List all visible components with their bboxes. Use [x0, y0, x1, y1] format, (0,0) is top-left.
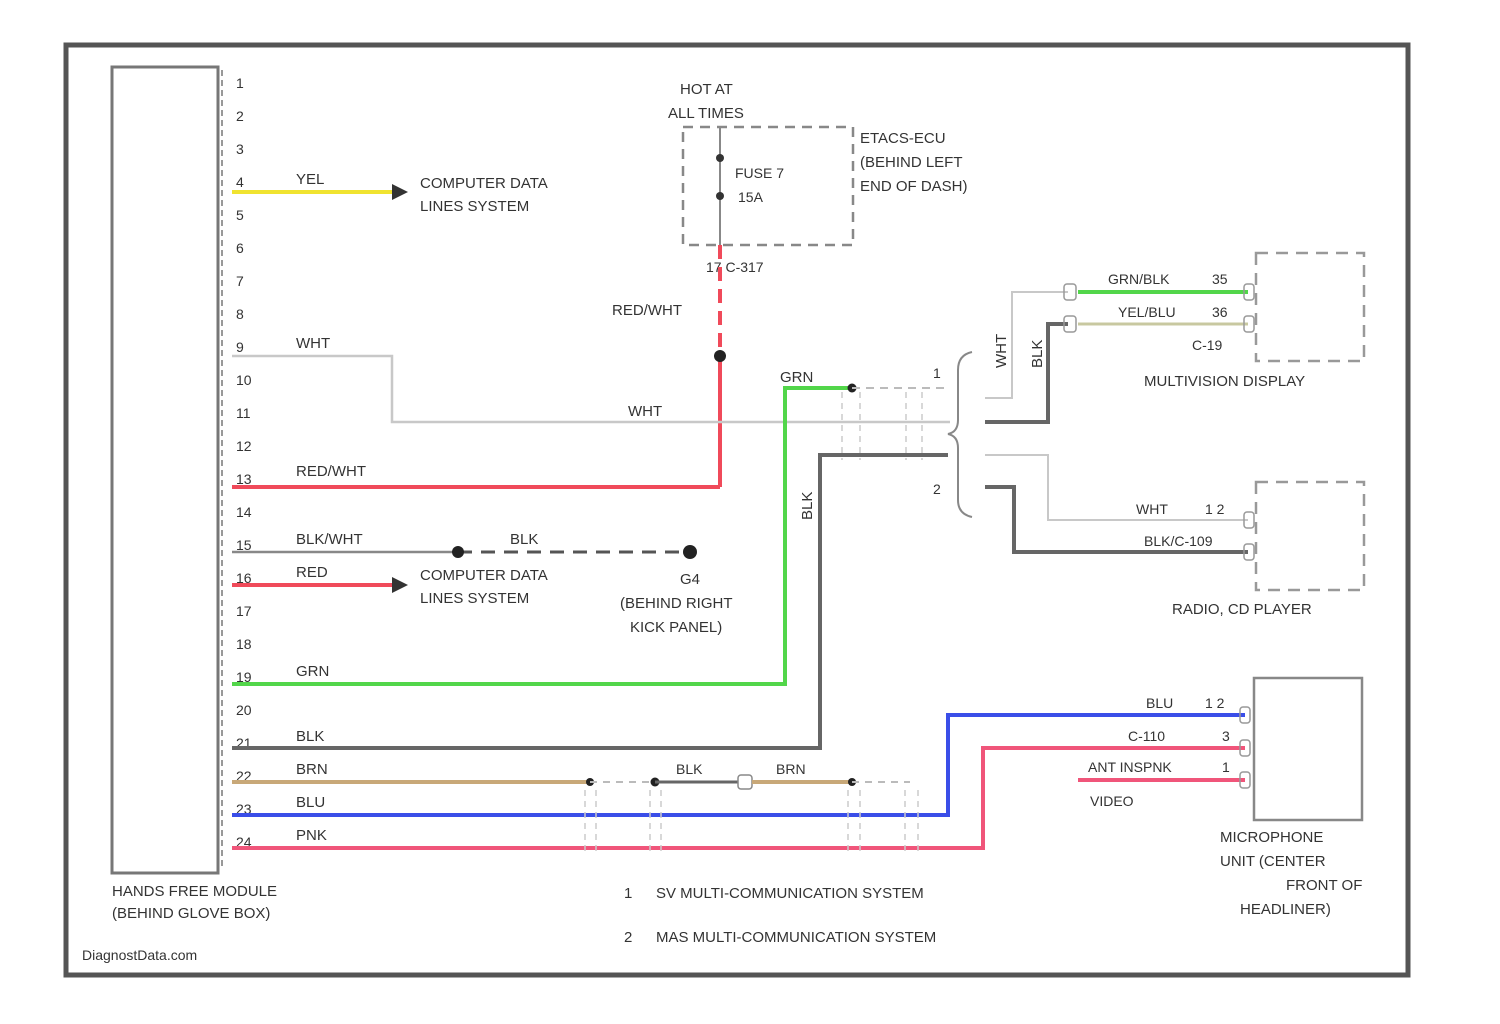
- pin-label: 1 2: [1205, 695, 1225, 711]
- legend-number: 2: [624, 929, 632, 946]
- hands-free-module-box: [112, 67, 218, 873]
- wire-label: RED: [296, 564, 328, 581]
- fuse-terminal-icon: [716, 192, 724, 200]
- wire-label: WHT: [296, 335, 330, 352]
- pin-number: 18: [236, 636, 252, 652]
- radio-cd-player-box: [1256, 482, 1364, 590]
- microphone-label: UNIT (CENTER: [1220, 853, 1326, 870]
- watermark: DiagnostData.com: [82, 947, 197, 963]
- pin-number: 1: [236, 75, 244, 91]
- wire-label: GRN: [780, 369, 813, 386]
- comp-data-label: COMPUTER DATA: [420, 567, 548, 584]
- option-label: 1: [933, 365, 941, 381]
- comp-data-label: LINES SYSTEM: [420, 198, 529, 215]
- pin-number: 15: [236, 537, 252, 553]
- pin-number: 8: [236, 306, 244, 322]
- module-label: HANDS FREE MODULE: [112, 883, 277, 900]
- wire-label-vertical: WHT: [993, 334, 1010, 368]
- pin-label: 1 2: [1205, 501, 1225, 517]
- pin-number: 13: [236, 471, 252, 487]
- pin-number: 20: [236, 702, 252, 718]
- wire-label: BLU: [296, 794, 325, 811]
- etacs-label: (BEHIND LEFT: [860, 154, 963, 171]
- fuse-rating: 15A: [738, 189, 764, 205]
- fuse-terminal-icon: [716, 154, 724, 162]
- wire-label: YEL: [296, 171, 324, 188]
- splice-icon: [714, 350, 726, 362]
- option-label: 2: [933, 481, 941, 497]
- pin-number: 9: [236, 339, 244, 355]
- multivision-label: MULTIVISION DISPLAY: [1144, 373, 1305, 390]
- comp-data-label: COMPUTER DATA: [420, 175, 548, 192]
- microphone-label: MICROPHONE: [1220, 829, 1323, 846]
- microphone-label: HEADLINER): [1240, 901, 1331, 918]
- wire-arrow-icon: [392, 184, 408, 200]
- wire-label: GRN/BLK: [1108, 271, 1170, 287]
- wire-label: C-110: [1128, 728, 1165, 744]
- wire-label: BRN: [296, 761, 328, 778]
- pin-number: 11: [236, 405, 251, 421]
- pin-label: 36: [1212, 304, 1228, 320]
- fuse-connector-label: 17 C-317: [706, 259, 764, 275]
- legend-number: 1: [624, 885, 632, 902]
- legend-text: MAS MULTI-COMMUNICATION SYSTEM: [656, 929, 936, 946]
- wire-label: BLK: [676, 761, 703, 777]
- etacs-ecu-box: [683, 127, 853, 245]
- wire-label: GRN: [296, 663, 329, 680]
- wire-label: RED/WHT: [296, 463, 366, 480]
- ground-point-icon: [683, 545, 697, 559]
- pin-label: 3: [1222, 728, 1230, 744]
- ground-label: (BEHIND RIGHT: [620, 595, 733, 612]
- etacs-label: END OF DASH): [860, 178, 968, 195]
- hot-at-label: ALL TIMES: [668, 105, 744, 122]
- connector-label: C-19: [1192, 337, 1223, 353]
- wire-label: BLK/WHT: [296, 531, 363, 548]
- pin-label: 35: [1212, 271, 1228, 287]
- wire-label: BLK: [510, 531, 538, 548]
- wire-label: BRN: [776, 761, 806, 777]
- pin-number: 12: [236, 438, 252, 454]
- inline-connector-icon: [738, 775, 752, 789]
- multivision-display-box: [1256, 253, 1364, 361]
- microphone-unit-box: [1254, 678, 1362, 820]
- wire-label: WHT: [628, 403, 662, 420]
- pin-number: 17: [236, 603, 252, 619]
- comp-data-label: LINES SYSTEM: [420, 590, 529, 607]
- microphone-label: FRONT OF: [1286, 877, 1362, 894]
- wire-label: ANT INSPNK: [1088, 759, 1172, 775]
- wire-label-vertical: BLK: [799, 492, 816, 520]
- wire-label: BLK/C-109: [1144, 533, 1213, 549]
- module-location-label: (BEHIND GLOVE BOX): [112, 905, 270, 922]
- pin-number: 3: [236, 141, 244, 157]
- wire-arrow-icon: [392, 577, 408, 593]
- pin-number: 6: [236, 240, 244, 256]
- pin-number: 4: [236, 174, 244, 190]
- radio-label: RADIO, CD PLAYER: [1172, 601, 1312, 618]
- pin-label: 1: [1222, 759, 1230, 775]
- ground-label: G4: [680, 571, 700, 588]
- wire-pin21-blk: [232, 455, 948, 748]
- ground-label: KICK PANEL): [630, 619, 722, 636]
- wire-label: RED/WHT: [612, 302, 682, 319]
- legend-text: SV MULTI-COMMUNICATION SYSTEM: [656, 885, 924, 902]
- wire-label: YEL/BLU: [1118, 304, 1176, 320]
- pin-number: 7: [236, 273, 244, 289]
- pin-number: 2: [236, 108, 244, 124]
- wire-label: WHT: [1136, 501, 1168, 517]
- pin-number: 10: [236, 372, 252, 388]
- pin-number: 5: [236, 207, 244, 223]
- wire-label: BLK: [296, 728, 324, 745]
- splice-icon: [452, 546, 464, 558]
- etacs-label: ETACS-ECU: [860, 130, 946, 147]
- wire-label-vertical: BLK: [1029, 340, 1046, 368]
- pin-number: 14: [236, 504, 252, 520]
- wire-label: BLU: [1146, 695, 1173, 711]
- video-label: VIDEO: [1090, 793, 1134, 809]
- hot-at-label: HOT AT: [680, 81, 733, 98]
- option-bracket: [948, 352, 972, 517]
- wire-label: PNK: [296, 827, 327, 844]
- fuse-label: FUSE 7: [735, 165, 784, 181]
